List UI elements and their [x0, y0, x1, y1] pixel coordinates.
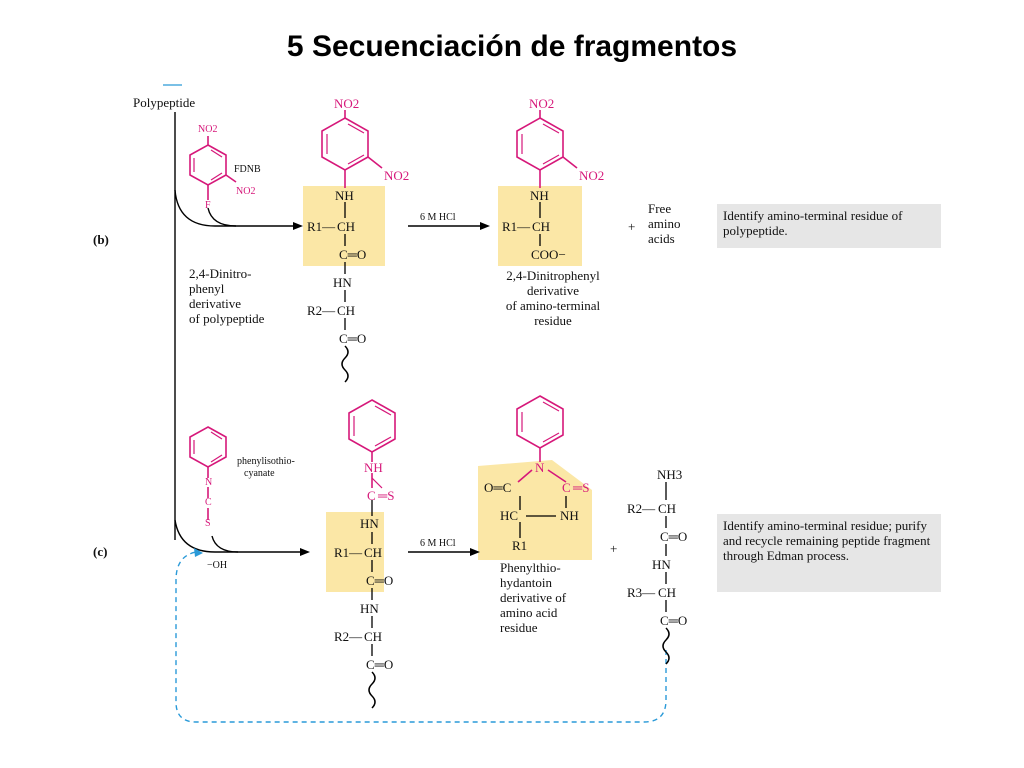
b-acid-label: 6 M HCl — [420, 212, 456, 223]
rem-ch3: CH — [658, 585, 677, 600]
pth-oc: O═C — [484, 480, 512, 495]
c-left-ch2: CH — [364, 629, 383, 644]
pitc-c: C — [205, 497, 212, 508]
recycle-loop — [175, 551, 667, 723]
rem-co: C═O — [660, 529, 688, 544]
b-left-r1: R1— — [307, 219, 336, 234]
b-right-no2-top: NO2 — [529, 96, 555, 111]
b-left-r2: R2— — [307, 303, 336, 318]
c-left-hn: HN — [360, 516, 379, 531]
ring-c-pth — [516, 395, 564, 449]
c-left-s: ═S — [378, 488, 395, 503]
b-left-co2: C═O — [339, 331, 367, 346]
rem-hn: HN — [652, 557, 671, 572]
fdnb-label: FDNB — [234, 164, 261, 175]
b-right-r1: R1— — [502, 219, 531, 234]
c-left-co2: C═O — [366, 657, 394, 672]
c-left-hn2: HN — [360, 601, 379, 616]
fdnb-f: F — [205, 200, 211, 211]
free-amino-acids-1: Free — [648, 201, 672, 216]
b-left-ch: CH — [337, 219, 356, 234]
pth-hc: HC — [500, 508, 519, 523]
pth-label-2: hydantoin — [500, 575, 552, 590]
pth-c: C — [562, 480, 571, 495]
highlight-c-pth — [478, 460, 592, 560]
ring-fdnb — [189, 144, 227, 186]
free-amino-acids-2: amino — [648, 216, 681, 231]
pth-nh: NH — [560, 508, 579, 523]
b-right-no2-side: NO2 — [579, 168, 605, 183]
ring-b-right — [516, 117, 564, 171]
c-left-co: C═O — [366, 573, 394, 588]
ring-b-left — [321, 117, 369, 171]
polypeptide-label: Polypeptide — [133, 95, 196, 110]
c-left-r1: R1— — [334, 545, 363, 560]
pth-label-3: derivative of — [500, 590, 567, 605]
fdnb-no2-top: NO2 — [198, 124, 218, 135]
dnp-derivative-label-4: of polypeptide — [189, 311, 265, 326]
page-title: 5 Secuenciación de fragmentos — [286, 30, 738, 63]
b-right-ch: CH — [532, 219, 551, 234]
b-plus: + — [628, 219, 636, 234]
pitc-s: S — [205, 518, 211, 529]
ring-c-left — [348, 399, 396, 453]
c-plus: + — [610, 541, 618, 556]
c-left-r2: R2— — [334, 629, 363, 644]
panel-c-label: (c) — [93, 544, 108, 559]
highlight-b-left — [303, 186, 385, 266]
c-left-ch: CH — [364, 545, 383, 560]
dnp-product-label-2: derivative — [527, 283, 579, 298]
pitc-label-1: phenylisothio- — [237, 456, 295, 467]
dnp-derivative-label-2: phenyl — [189, 281, 225, 296]
rem-r3: R3— — [627, 585, 656, 600]
rem-r2: R2— — [627, 501, 656, 516]
note-b: Identify amino-terminal residue of polyp… — [717, 204, 941, 248]
pitc-n: N — [205, 477, 213, 488]
b-left-hn: HN — [333, 275, 352, 290]
rem-ch: CH — [658, 501, 677, 516]
b-left-no2-top: NO2 — [334, 96, 360, 111]
panel-b-label: (b) — [93, 232, 109, 247]
b-right-nh: NH — [530, 188, 549, 203]
c-left-nh: NH — [364, 460, 383, 475]
c-acid-label: 6 M HCl — [420, 538, 456, 549]
dnp-derivative-label-1: 2,4-Dinitro- — [189, 266, 252, 281]
dnp-derivative-label-3: derivative — [189, 296, 241, 311]
pitc-oh: −OH — [207, 560, 228, 571]
highlight-b-right — [498, 186, 582, 266]
b-left-ch2: CH — [337, 303, 356, 318]
dnp-product-label-4: residue — [534, 313, 572, 328]
note-c: Identify amino-terminal residue; purify … — [717, 514, 941, 592]
pitc-label-2: cyanate — [244, 468, 275, 479]
free-amino-acids-3: acids — [648, 231, 675, 246]
dnp-product-label-3: of amino-terminal — [505, 298, 601, 313]
highlight-c-left — [326, 512, 384, 592]
b-right-coo: COO− — [531, 247, 566, 262]
dnp-product-label-1: 2,4-Dinitrophenyl — [506, 268, 600, 283]
pth-label-5: residue — [500, 620, 538, 635]
fdnb-no2-side: NO2 — [236, 186, 256, 197]
b-left-no2-side: NO2 — [384, 168, 410, 183]
pth-r1: R1 — [512, 538, 528, 553]
pth-label-4: amino acid — [500, 605, 558, 620]
b-left-nh: NH — [335, 188, 354, 203]
pth-n: N — [535, 460, 545, 475]
b-left-co: C═O — [339, 247, 367, 262]
c-left-c: C — [367, 488, 376, 503]
ring-pitc — [189, 426, 227, 468]
rem-co3: C═O — [660, 613, 688, 628]
rem-nh3: NH3 — [657, 467, 683, 482]
pth-s: ═S — [573, 480, 590, 495]
pth-label-1: Phenylthio- — [500, 560, 561, 575]
